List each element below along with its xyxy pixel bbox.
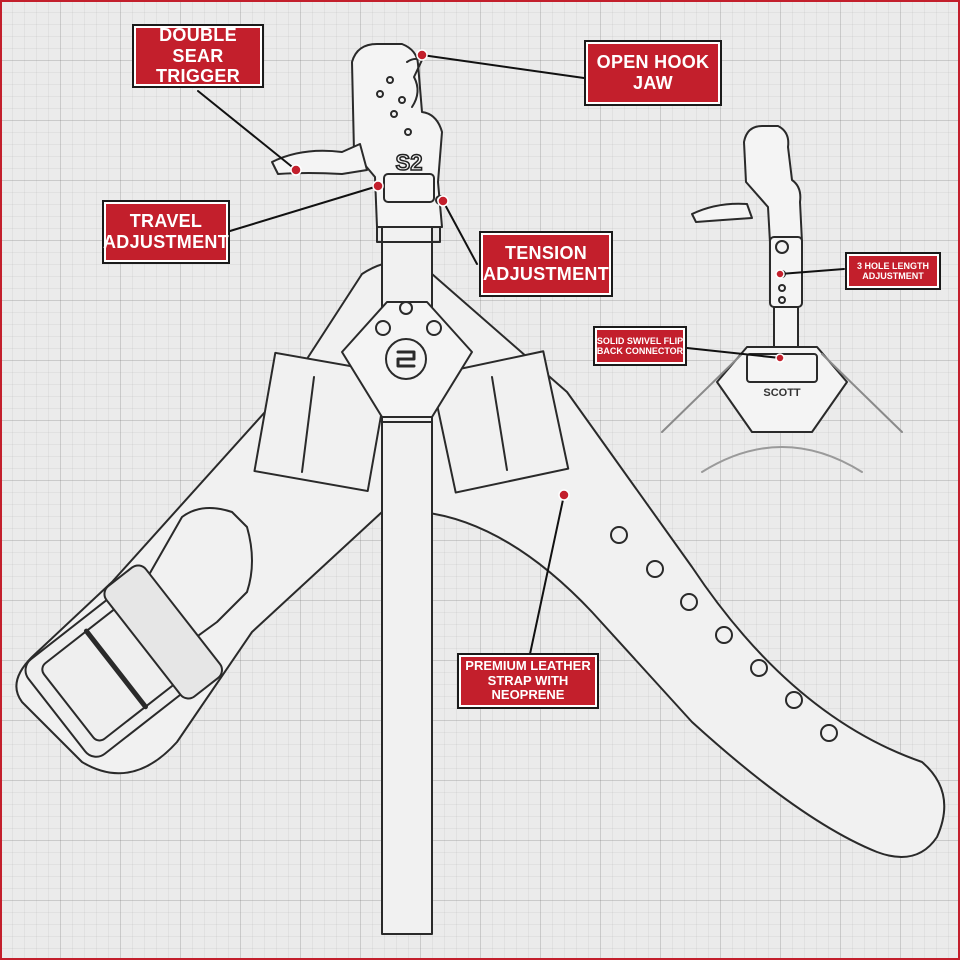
callout-dot	[775, 353, 785, 363]
release-head	[271, 43, 445, 243]
strap-holes	[610, 526, 838, 742]
model-mark: S2	[396, 150, 423, 175]
callout-solid-swivel-connector: SOLID SWIVEL FLIP BACK CONNECTOR	[593, 326, 687, 366]
callout-open-hook-jaw: OPEN HOOK JAW	[584, 40, 722, 106]
callout-dot	[416, 49, 428, 61]
wrist-strap-outline	[15, 201, 946, 935]
callout-dots	[290, 49, 785, 501]
leader-lines	[197, 54, 845, 655]
brand-mark: SCOTT	[763, 387, 801, 399]
callout-dot	[372, 180, 384, 192]
callout-three-hole-length-adjustment: 3 HOLE LENGTH ADJUSTMENT	[845, 252, 941, 290]
callout-dot	[290, 164, 302, 176]
inset-release	[661, 125, 903, 473]
callout-tension-adjustment: TENSION ADJUSTMENT	[479, 231, 613, 297]
callout-travel-adjustment: TRAVEL ADJUSTMENT	[102, 200, 230, 264]
callout-premium-leather-strap: PREMIUM LEATHER STRAP WITH NEOPRENE	[457, 653, 599, 709]
callout-dot	[558, 489, 570, 501]
buckle	[24, 564, 223, 758]
callout-dot	[437, 195, 449, 207]
callout-dot	[775, 269, 785, 279]
callout-double-sear-trigger: DOUBLE SEAR TRIGGER	[132, 24, 264, 88]
